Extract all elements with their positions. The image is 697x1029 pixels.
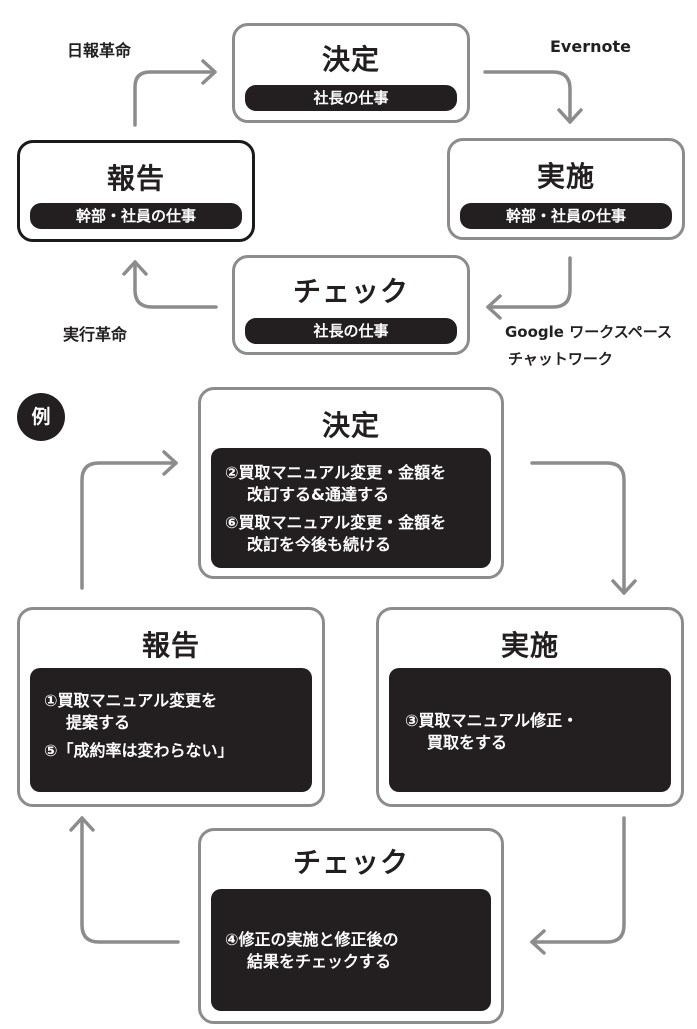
check-title: チェック [292, 275, 409, 308]
label-jikko: 実行革命 [63, 325, 128, 344]
ex-decide-item-2-line-2: 改訂を今後も続ける [247, 535, 392, 554]
ex-decide-box: 決定 ②買取マニュアル変更・金額を 改訂する&通達する ⑥買取マニュアル変更・金… [198, 387, 504, 579]
ex-report-panel: ①買取マニュアル変更を 提案する ⑤「成約率は変わらない」 [30, 668, 312, 792]
ex-decide-item: ⑥買取マニュアル変更・金額を 改訂を今後も続ける [225, 512, 481, 556]
ex-report-item: ⑤「成約率は変わらない」 [44, 740, 302, 762]
check-box: チェック 社長の仕事 [232, 255, 470, 355]
execute-role: 幹部・社員の仕事 [460, 203, 672, 229]
ex-decide-panel: ②買取マニュアル変更・金額を 改訂する&通達する ⑥買取マニュアル変更・金額を … [211, 448, 491, 568]
ex-check-title: チェック [292, 846, 409, 879]
report-title: 報告 [106, 162, 165, 195]
label-evernote: Evernote [550, 37, 631, 56]
ex-decide-item: ②買取マニュアル変更・金額を 改訂する&通達する [225, 462, 481, 506]
ex-execute-panel: ③買取マニュアル修正・ 買取をする [389, 668, 671, 792]
report-role: 幹部・社員の仕事 [30, 203, 242, 229]
arrow-ex-decide-to-execute [530, 461, 626, 595]
arrow-ex-execute-to-check [530, 816, 626, 944]
ex-report-item-1-line-1: ①買取マニュアル変更を [44, 691, 218, 710]
execute-box: 実施 幹部・社員の仕事 [447, 138, 685, 240]
label-google: Google ワークスペース [505, 323, 672, 341]
ex-check-item-1-line-2: 結果をチェックする [247, 952, 392, 971]
ex-execute-box: 実施 ③買取マニュアル修正・ 買取をする [376, 607, 684, 807]
ex-check-box: チェック ④修正の実施と修正後の 結果をチェックする [198, 828, 504, 1024]
label-chatwork: チャットワーク [508, 350, 613, 368]
ex-report-title: 報告 [141, 629, 200, 662]
report-box: 報告 幹部・社員の仕事 [17, 140, 255, 242]
execute-title: 実施 [536, 160, 595, 193]
ex-execute-item-1-line-1: ③買取マニュアル修正・ [405, 711, 579, 730]
ex-check-panel: ④修正の実施と修正後の 結果をチェックする [211, 889, 491, 1011]
ex-report-box: 報告 ①買取マニュアル変更を 提案する ⑤「成約率は変わらない」 [17, 607, 325, 807]
arrow-report-to-decide [133, 70, 215, 127]
check-role: 社長の仕事 [245, 318, 457, 344]
decide-title: 決定 [321, 43, 380, 76]
decide-role: 社長の仕事 [245, 85, 457, 111]
example-badge: 例 [17, 393, 65, 441]
ex-execute-title: 実施 [500, 629, 559, 662]
ex-check-item: ④修正の実施と修正後の 結果をチェックする [225, 929, 481, 973]
ex-decide-item-1-line-2: 改訂する&通達する [247, 485, 389, 504]
ex-report-item: ①買取マニュアル変更を 提案する [44, 690, 302, 734]
ex-execute-item-1-line-2: 買取をする [427, 733, 508, 752]
ex-decide-item-1-line-1: ②買取マニュアル変更・金額を [225, 463, 447, 482]
ex-report-item-2-line-1: ⑤「成約率は変わらない」 [44, 741, 234, 760]
ex-decide-item-2-line-1: ⑥買取マニュアル変更・金額を [225, 513, 447, 532]
arrow-execute-to-check [486, 256, 572, 309]
arrow-decide-to-execute [483, 70, 572, 124]
decide-box: 決定 社長の仕事 [232, 23, 470, 123]
arrow-ex-check-to-report [80, 816, 180, 944]
label-nippo: 日報革命 [67, 41, 132, 60]
arrow-check-to-report [133, 260, 218, 309]
arrow-ex-report-to-decide [80, 461, 178, 590]
ex-execute-item: ③買取マニュアル修正・ 買取をする [405, 710, 661, 754]
ex-decide-title: 決定 [321, 409, 380, 442]
ex-check-item-1-line-1: ④修正の実施と修正後の [225, 930, 399, 949]
ex-report-item-1-line-2: 提案する [66, 713, 131, 732]
